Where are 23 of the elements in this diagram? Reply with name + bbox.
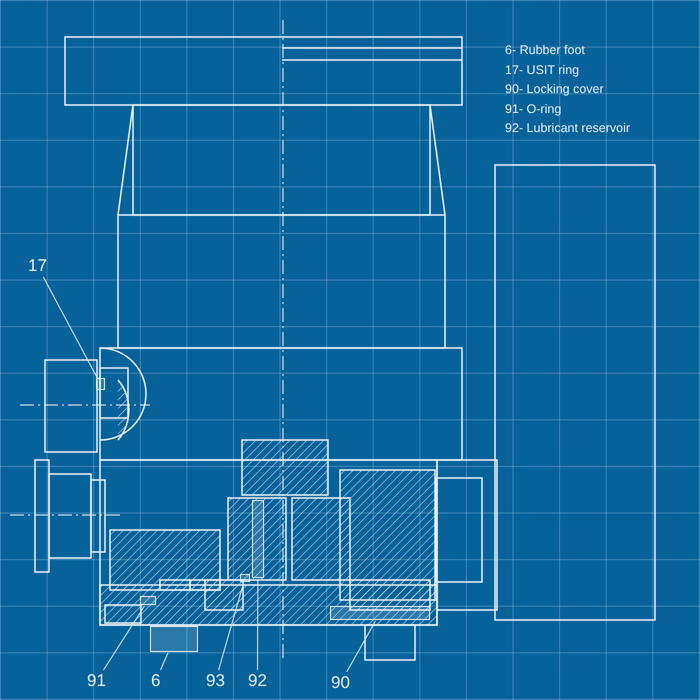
key-entry: 90- Locking cover (505, 81, 605, 98)
leader-line (160, 652, 168, 670)
callout-number: 92 (248, 671, 267, 691)
key-entry: 6- Rubber foot (505, 42, 586, 59)
leader-line (103, 606, 145, 670)
callout-number: 17 (28, 256, 47, 276)
leader-line (42, 276, 98, 378)
o-ring-part (140, 596, 156, 605)
key-entry: 17- USIT ring (505, 62, 580, 79)
seal-part (240, 574, 250, 582)
leader-line (257, 578, 258, 670)
locking-cover-plate (330, 606, 430, 620)
leader-line (218, 582, 244, 670)
leader-line (346, 620, 376, 672)
callout-number: 93 (206, 671, 225, 691)
key-entry: 91- O-ring (505, 100, 562, 118)
callout-number: 91 (87, 671, 106, 691)
reservoir-part (252, 500, 264, 578)
rubber-foot-block (150, 626, 198, 652)
callout-number: 6 (151, 671, 160, 691)
usit-ring-part (96, 378, 105, 390)
callout-number: 90 (331, 673, 350, 693)
key-entry: 92- Lubricant reservoir (505, 120, 630, 137)
